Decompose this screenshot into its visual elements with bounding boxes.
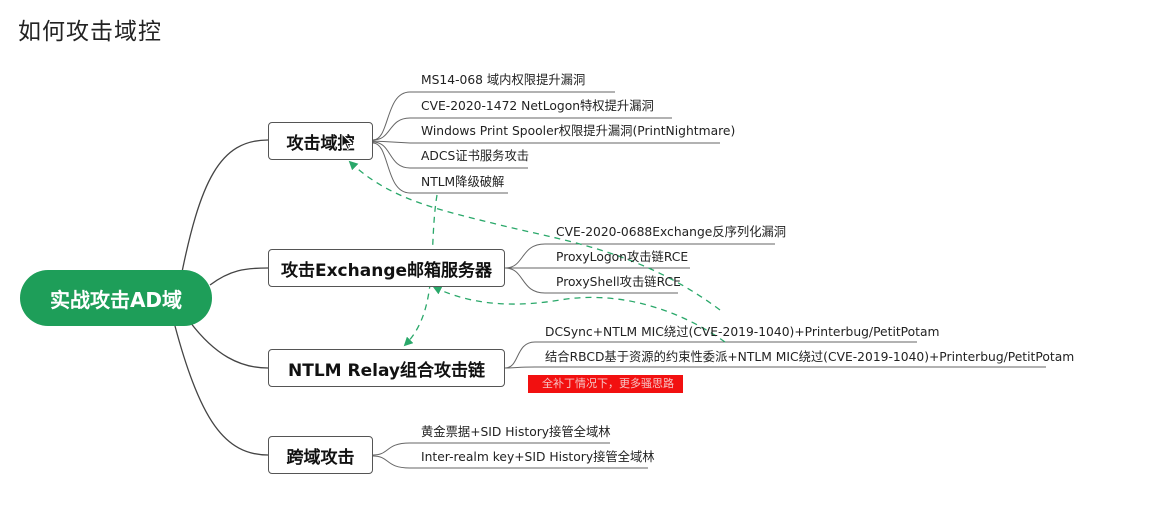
- branch-attack-dc[interactable]: 攻击域控: [268, 122, 373, 160]
- leaf-adcs[interactable]: ADCS证书服务攻击: [421, 149, 530, 163]
- branch-cross-domain[interactable]: 跨域攻击: [268, 436, 373, 474]
- leaf-golden-ticket[interactable]: 黄金票据+SID History接管全域林: [421, 425, 611, 439]
- leaf-cve-2020-0688[interactable]: CVE-2020-0688Exchange反序列化漏洞: [556, 225, 787, 239]
- branch-ntlm-relay[interactable]: NTLM Relay组合攻击链: [268, 349, 505, 387]
- leaf-inter-realm-key[interactable]: Inter-realm key+SID History接管全域林: [421, 450, 655, 464]
- leaf-proxylogon[interactable]: ProxyLogon攻击链RCE: [556, 250, 689, 264]
- leaf-cve-2020-1472[interactable]: CVE-2020-1472 NetLogon特权提升漏洞: [421, 99, 654, 113]
- link-root-branch-3: [189, 321, 269, 369]
- root-node[interactable]: 实战攻击AD域: [20, 270, 212, 326]
- link-root-branch-1: [179, 139, 269, 283]
- branch-attack-exchange[interactable]: 攻击Exchange邮箱服务器: [268, 249, 505, 287]
- leaf-ntlm-downgrade[interactable]: NTLM降级破解: [421, 175, 505, 189]
- leaf-ms14-068[interactable]: MS14-068 域内权限提升漏洞: [421, 73, 586, 87]
- leaf-printnightmare[interactable]: Windows Print Spooler权限提升漏洞(PrintNightma…: [421, 124, 736, 138]
- relation-arrow-exchange-to-dc: [348, 160, 721, 311]
- leaf-rbcd-relay[interactable]: 结合RBCD基于资源的约束性委派+NTLM MIC绕过(CVE-2019-104…: [545, 350, 1075, 364]
- relation-arrow-relay-to-exchange: [432, 286, 726, 343]
- mouse-cursor-icon: [341, 133, 353, 151]
- leaf-proxyshell[interactable]: ProxyShell攻击链RCE: [556, 275, 681, 289]
- leaf-full-patch-highlight[interactable]: 全补丁情况下，更多骚思路: [528, 375, 683, 393]
- link-root-branch-2: [209, 267, 269, 286]
- leaf-dcsync-relay[interactable]: DCSync+NTLM MIC绕过(CVE-2019-1040)+Printer…: [545, 325, 940, 339]
- page-title: 如何攻击域控: [18, 19, 162, 45]
- link-root-branch-4: [174, 325, 269, 456]
